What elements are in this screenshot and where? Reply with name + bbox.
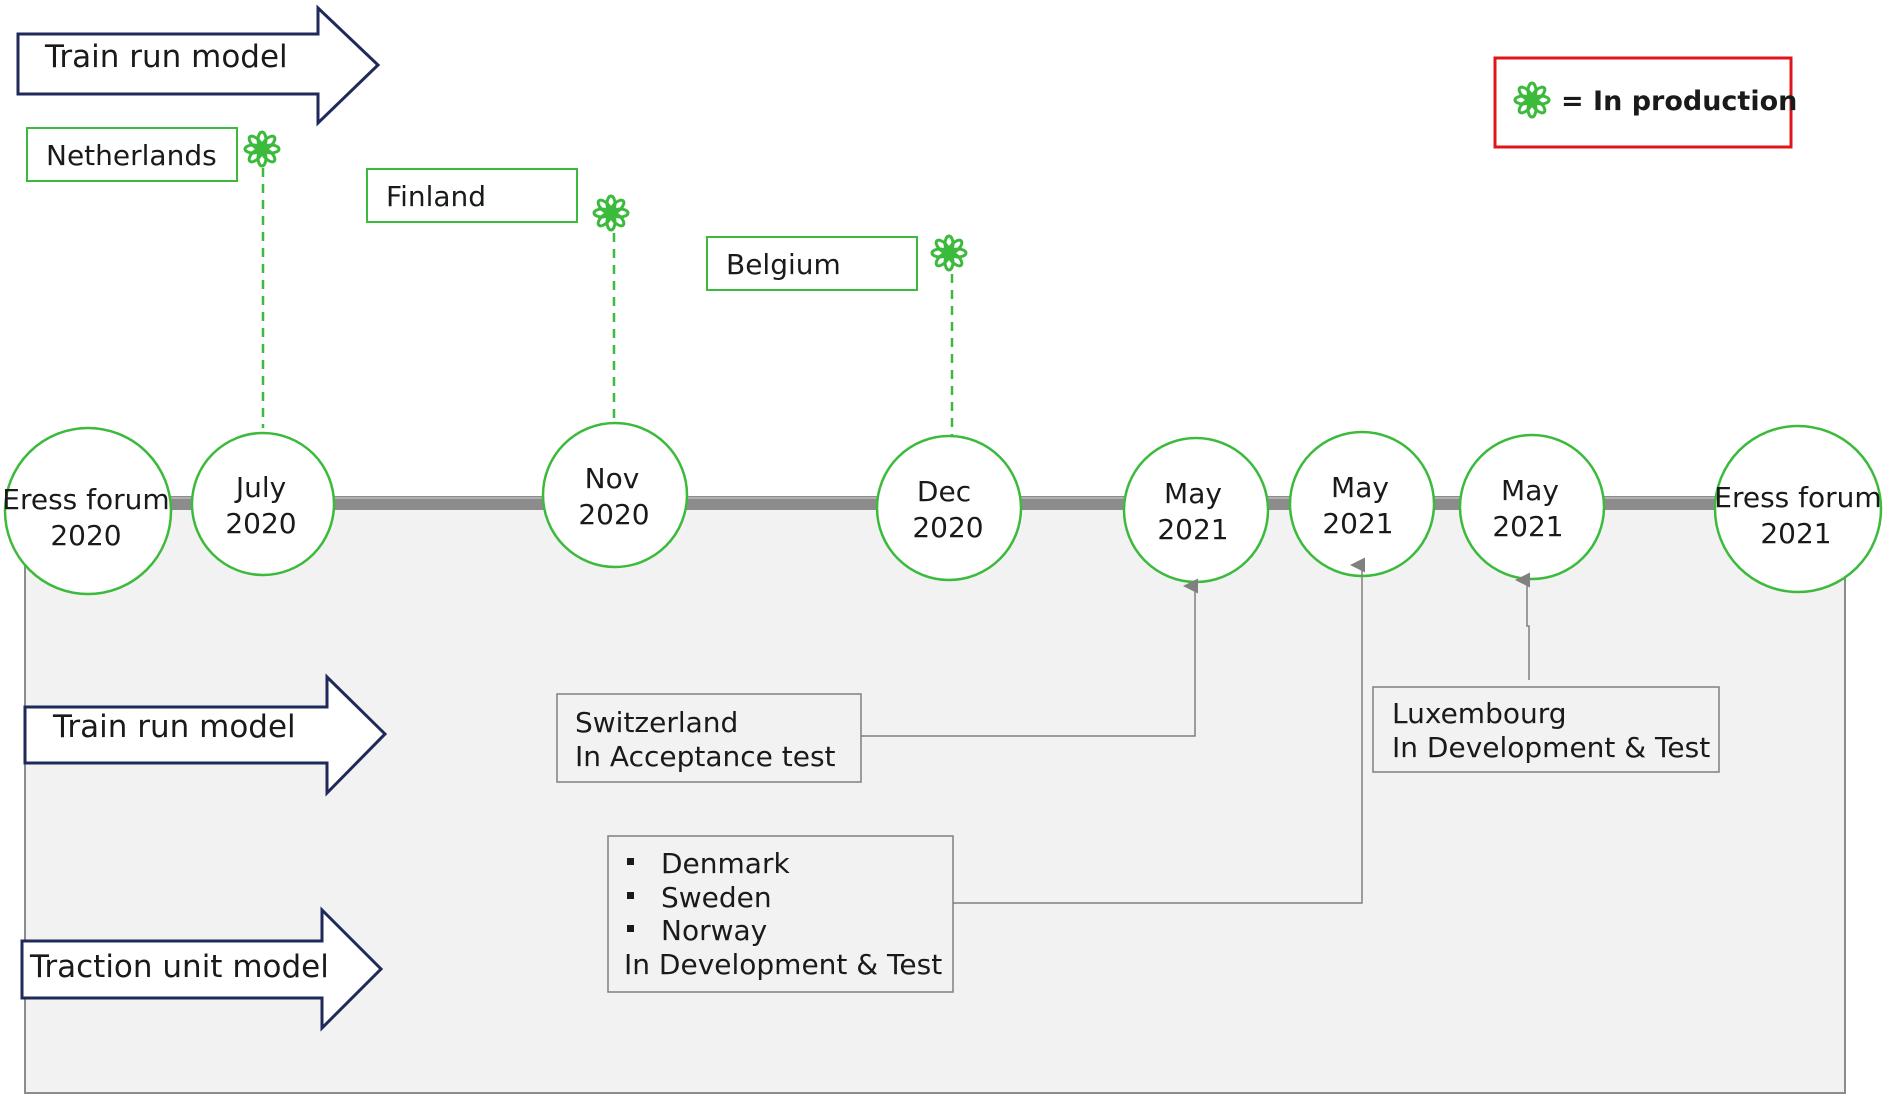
country-label-finland: Finland <box>366 168 578 223</box>
svg-text:2020: 2020 <box>50 519 121 552</box>
svg-text:Eress forum: Eress forum <box>1714 481 1881 514</box>
milestone-eress-forum-2020: Eress forum 2020 <box>2 426 173 596</box>
svg-text:In Acceptance test: In Acceptance test <box>575 740 836 773</box>
traction-unit-model-label: Traction unit model <box>29 949 329 985</box>
svg-text:July: July <box>234 471 286 504</box>
svg-text:Eress forum: Eress forum <box>2 483 169 516</box>
milestone-july-2020: July 2020 <box>190 431 336 577</box>
flower-icon <box>243 130 281 168</box>
flower-icon <box>930 234 968 272</box>
milestone-may-2021-luxembourg: May 2021 <box>1458 433 1606 581</box>
country-label-belgium: Belgium <box>706 236 918 291</box>
legend: = In production <box>1493 56 1797 149</box>
milestone-eress-forum-2021: Eress forum 2021 <box>1713 424 1883 594</box>
switzerland-box: Switzerland In Acceptance test <box>556 693 862 783</box>
nordic-item: Sweden <box>661 881 772 914</box>
milestone-nov-2020: Nov 2020 <box>541 421 689 569</box>
nordic-box: Denmark Sweden Norway In Development & T… <box>607 835 954 993</box>
nordic-status: In Development & Test <box>624 948 942 981</box>
svg-text:May: May <box>1164 477 1222 510</box>
connector-switzerland <box>861 578 1198 737</box>
svg-text:2020: 2020 <box>578 498 649 531</box>
svg-text:Switzerland: Switzerland <box>575 706 738 739</box>
svg-text:Netherlands: Netherlands <box>46 139 217 172</box>
flower-icon <box>1513 81 1551 119</box>
nordic-item: Norway <box>661 914 767 947</box>
connector-nordic <box>953 557 1365 904</box>
country-label-netherlands: Netherlands <box>26 127 238 182</box>
svg-text:Finland: Finland <box>386 180 486 213</box>
svg-text:May: May <box>1331 471 1389 504</box>
flower-icon <box>592 194 630 232</box>
milestone-may-2021-switzerland: May 2021 <box>1122 436 1270 584</box>
train-run-model-arrow: Train run model <box>23 673 388 797</box>
svg-text:Belgium: Belgium <box>726 248 841 281</box>
luxembourg-box: Luxembourg In Development & Test <box>1372 686 1720 773</box>
lower-panel <box>24 504 1846 1094</box>
header-arrow: Train run model <box>16 4 381 127</box>
svg-text:2021: 2021 <box>1322 507 1393 540</box>
milestone-dec-2020: Dec 2020 <box>875 434 1023 582</box>
svg-text:In Development & Test: In Development & Test <box>1392 731 1710 764</box>
svg-text:2020: 2020 <box>225 507 296 540</box>
svg-text:Luxembourg: Luxembourg <box>1392 697 1567 730</box>
legend-label: = In production <box>1561 86 1797 117</box>
svg-text:2021: 2021 <box>1760 517 1831 550</box>
bullet-icon <box>627 892 634 899</box>
svg-text:2020: 2020 <box>912 511 983 544</box>
bullet-icon <box>627 925 634 932</box>
milestone-may-2021-nordic: May 2021 <box>1288 430 1436 578</box>
svg-text:2021: 2021 <box>1157 513 1228 546</box>
bullet-icon <box>627 858 634 865</box>
traction-unit-model-arrow: Traction unit model <box>20 906 384 1032</box>
svg-text:Nov: Nov <box>585 462 640 495</box>
nordic-item: Denmark <box>661 847 790 880</box>
svg-text:Dec: Dec <box>917 475 971 508</box>
svg-text:2021: 2021 <box>1492 510 1563 543</box>
connector-luxembourg <box>1515 572 1530 680</box>
header-arrow-label: Train run model <box>44 39 288 75</box>
train-run-model-label: Train run model <box>52 709 296 745</box>
svg-text:May: May <box>1501 474 1559 507</box>
